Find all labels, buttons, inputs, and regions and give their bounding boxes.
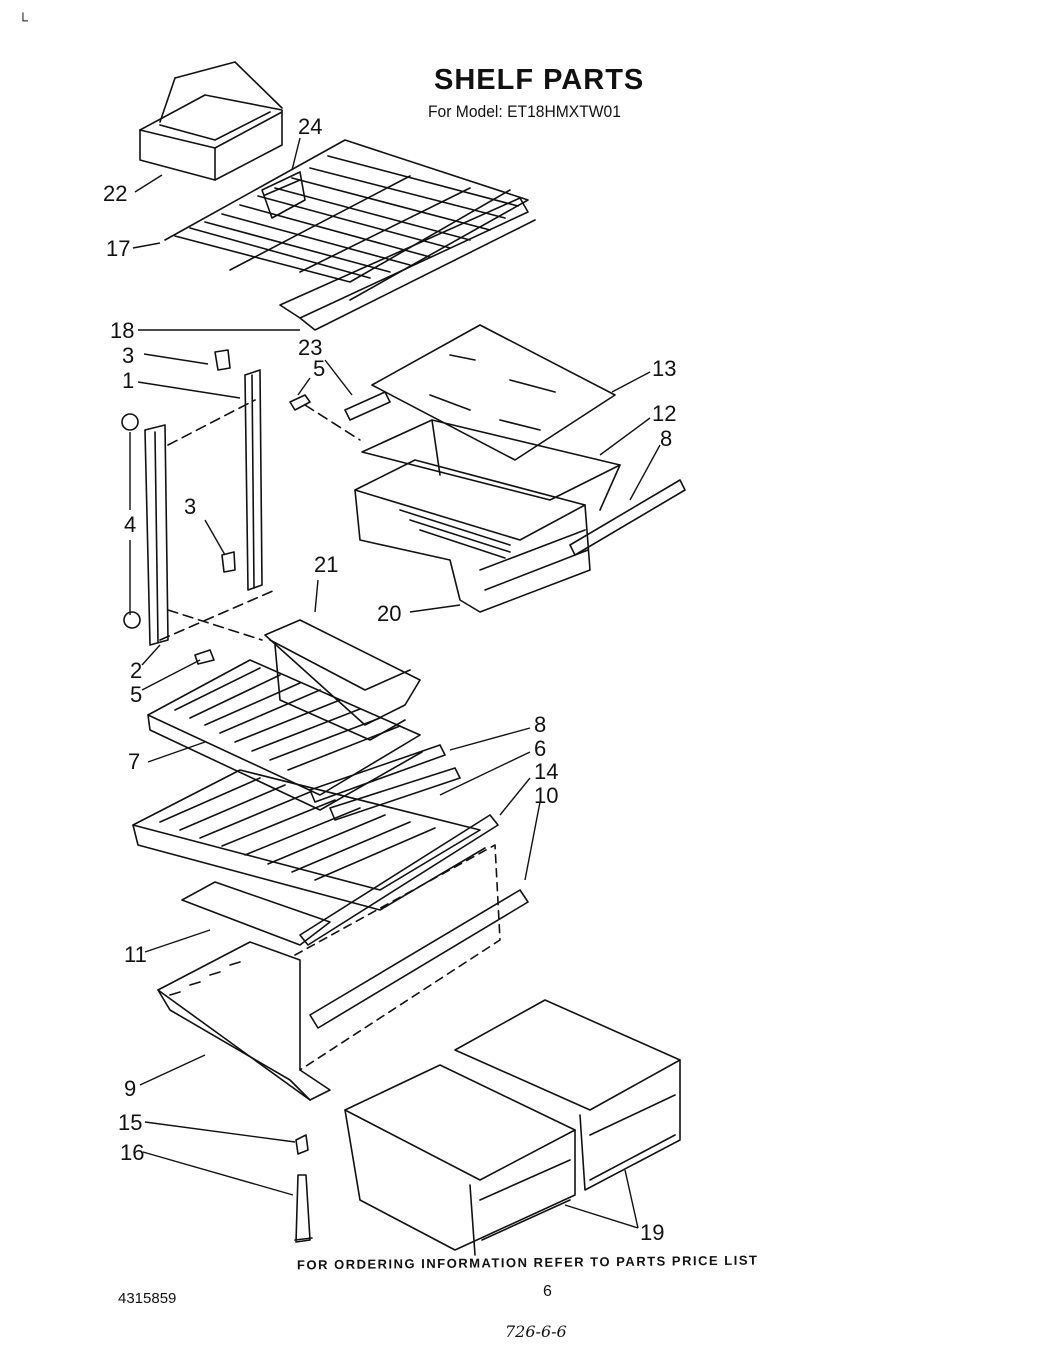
wire-shelf-part-17: [164, 139, 536, 331]
dashed-guide-left: [159, 399, 276, 641]
page-title: SHELF PARTS: [434, 64, 645, 96]
cover-frame-part-10: [309, 889, 529, 1029]
callout-8-lower: 8: [534, 712, 547, 737]
trim-part-6: [329, 767, 461, 821]
crisper-drawer-part-19-right: [454, 999, 681, 1191]
cap-part-4-top: [121, 413, 139, 431]
callout-13: 13: [652, 356, 677, 381]
crisper-drawer-part-20: [354, 419, 621, 613]
callout-22: 22: [103, 181, 128, 206]
callout-16: 16: [120, 1140, 145, 1165]
callout-6: 6: [534, 736, 547, 761]
dashed-guide-upper: [304, 404, 361, 441]
crisper-frame-part-9: [157, 941, 331, 1101]
callout-3-top: 3: [122, 343, 135, 368]
doc-number: 4315859: [118, 1290, 177, 1307]
callout-leaders: [129, 137, 661, 1229]
glass-part-13: [371, 324, 616, 461]
screw-part-16: [294, 1174, 313, 1243]
callout-24: 24: [298, 114, 323, 139]
callout-2: 2: [130, 658, 143, 683]
shelf-part-14: [132, 769, 499, 946]
callout-4: 4: [124, 512, 137, 537]
callout-5-top: 5: [313, 356, 326, 381]
spacer-part-23: [344, 391, 391, 421]
rail-part-8-upper: [569, 479, 686, 556]
bracket-part-3-top: [214, 349, 231, 371]
dashed-guide-lower: [294, 844, 501, 1071]
bracket-part-3-mid: [221, 551, 236, 573]
callout-7: 7: [128, 749, 141, 774]
callout-19: 19: [640, 1220, 665, 1245]
pin-part-5-top: [289, 394, 311, 411]
callout-8-upper: 8: [660, 426, 673, 451]
glass-part-11: [181, 881, 331, 946]
callout-18: 18: [110, 318, 135, 343]
callout-21: 21: [314, 552, 339, 577]
door-bin-part-21: [264, 619, 421, 741]
callout-23: 23: [298, 335, 323, 360]
callout-12: 12: [652, 401, 677, 426]
callout-1: 1: [122, 368, 135, 393]
cap-part-4-bottom: [123, 611, 141, 629]
corner-mark: └: [18, 12, 28, 28]
page-number: 6: [543, 1283, 552, 1300]
callout-11: 11: [124, 942, 147, 967]
rail-part-8-lower: [309, 744, 446, 803]
handwritten-note: 726-6-6: [505, 1322, 567, 1341]
rail-part-2: [144, 424, 169, 646]
callout-9: 9: [124, 1076, 137, 1101]
callout-3-mid: 3: [184, 494, 197, 519]
rail-part-1: [244, 369, 263, 591]
callout-20: 20: [377, 601, 402, 626]
callout-14: 14: [534, 759, 559, 784]
callout-5-bottom: 5: [130, 682, 143, 707]
model-subtitle: For Model: ET18HMXTW01: [428, 102, 621, 121]
callout-15: 15: [118, 1110, 143, 1135]
bolt-part-15: [295, 1134, 309, 1155]
callout-10: 10: [534, 783, 559, 808]
callout-17: 17: [106, 236, 131, 261]
bin-part-22: [139, 61, 283, 181]
crisper-drawer-part-19-left: [344, 1064, 576, 1256]
clip-part-24: [261, 171, 306, 219]
